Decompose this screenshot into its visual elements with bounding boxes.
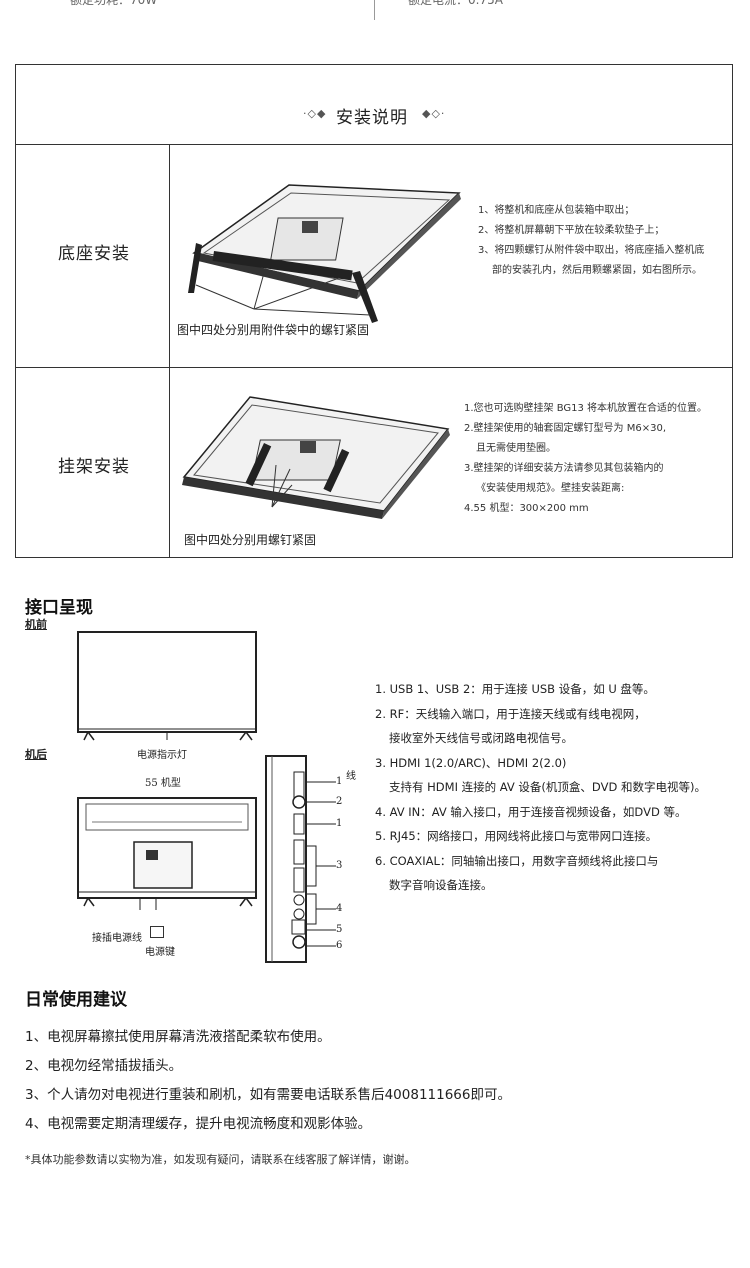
panel-number-5: 5: [336, 924, 343, 935]
panel-number-4: 4: [336, 903, 343, 914]
usage-tip-1: 1、电视屏幕擦拭使用屏幕清洗液搭配柔软布使用。: [25, 1029, 331, 1045]
usage-section-title: 日常使用建议: [25, 990, 127, 1010]
base-install-illustration: [188, 184, 461, 323]
wall-mount-label: 挂架安装: [58, 457, 130, 477]
port-item: 5. RJ45：网络接口，用网线将此接口与宽带网口连接。: [375, 829, 658, 843]
note-line: 《安装使用规范》。壁挂安装距离:: [476, 483, 625, 494]
rated-power-text: 额定功耗：70W: [70, 0, 158, 7]
panel-number-1b: 1: [336, 818, 343, 829]
port-item: 数字音响设备连接。: [389, 878, 493, 892]
ornament-right: ◆◇·: [422, 107, 446, 120]
panel-number-6: 6: [336, 940, 343, 951]
note-line: 3.壁挂架的详细安装方法请参见其包装箱内的: [464, 463, 664, 474]
usage-tip-4: 4、电视需要定期清理缓存，提升电视流畅度和观影体验。: [25, 1116, 372, 1132]
power-cable-label: 接插电源线: [92, 933, 142, 944]
port-item: 3. HDMI 1(2.0/ARC)、HDMI 2(2.0): [375, 755, 567, 770]
spec-divider: [374, 0, 375, 20]
panel-number-2: 2: [336, 796, 343, 807]
note-line: 2.壁挂架使用的轴套固定螺钉型号为 M6×30,: [464, 423, 666, 434]
base-install-label: 底座安装: [58, 244, 130, 264]
port-item: 1. USB 1、USB 2：用于连接 USB 设备，如 U 盘等。: [375, 682, 655, 696]
power-key-icon: [150, 926, 164, 938]
side-port-panel-illustration: [265, 755, 336, 963]
base-install-caption: 图中四处分别用附件袋中的螺钉紧固: [177, 323, 370, 337]
note-line: 1.您也可选购壁挂架 BG13 将本机放置在合适的位置。: [464, 403, 708, 414]
port-description-list: 1. USB 1、USB 2：用于连接 USB 设备，如 U 盘等。 2. RF…: [375, 677, 706, 898]
tv-front-illustration: [77, 631, 257, 741]
port-item: 4. AV IN：AV 输入接口，用于连接音视频设备，如DVD 等。: [375, 804, 687, 819]
install-instructions-table: ·◇◆ 安装说明 ◆◇· 底座安装 图中四处分别用附件袋中的螺钉紧固 1、将整机…: [15, 64, 733, 558]
ornament-left: ·◇◆: [303, 107, 327, 120]
ports-section-title: 接口呈现: [25, 598, 93, 618]
model-label: 55 机型: [145, 778, 181, 789]
spec-strip: 额定功耗：70W 额定电流：0.75A: [0, 0, 750, 22]
usage-tip-2: 2、电视勿经常插拔插头。: [25, 1058, 183, 1074]
port-item: 接收室外天线信号或闭路电视信号。: [389, 731, 573, 745]
power-key-label: 电源键: [145, 947, 175, 958]
panel-side-label: 线: [346, 771, 356, 782]
wall-mount-caption: 图中四处分别用螺钉紧固: [184, 533, 317, 547]
column-divider: [169, 144, 170, 557]
wall-mount-illustration: [182, 396, 450, 519]
wall-mount-notes: 1.您也可选购壁挂架 BG13 将本机放置在合适的位置。 2.壁挂架使用的轴套固…: [464, 399, 707, 519]
back-view-label: 机后: [25, 748, 47, 761]
disclaimer-footnote: *具体功能参数请以实物为准，如发现有疑问，请联系在线客服了解详情，谢谢。: [25, 1153, 416, 1166]
note-line: 2、将整机屏幕朝下平放在较柔软垫子上；: [478, 225, 665, 236]
note-line: 1、将整机和底座从包装箱中取出；: [478, 205, 635, 216]
row-divider: [16, 144, 732, 145]
usage-tip-3: 3、个人请勿对电视进行重装和刷机，如有需要电话联系售后4008111666即可。: [25, 1087, 511, 1103]
front-view-label: 机前: [25, 618, 47, 631]
note-line: 4.55 机型：300×200 mm: [464, 503, 589, 514]
panel-number-1: 1: [336, 776, 343, 787]
tv-back-illustration: [77, 797, 257, 910]
panel-number-3: 3: [336, 860, 343, 871]
note-line: 部的安装孔内，然后用颗螺紧固，如右图所示。: [492, 265, 702, 276]
base-install-notes: 1、将整机和底座从包装箱中取出； 2、将整机屏幕朝下平放在较柔软垫子上； 3、将…: [478, 201, 704, 281]
note-line: 3、将四颗螺钉从附件袋中取出，将底座插入整机底: [478, 245, 705, 256]
port-item: 2. RF：天线输入端口，用于连接天线或有线电视网，: [375, 706, 646, 721]
rated-current-text: 额定电流：0.75A: [408, 0, 503, 7]
port-item: 支持有 HDMI 连接的 AV 设备(机顶盒、DVD 和数字电视等)。: [389, 780, 706, 794]
install-title-row: ·◇◆ 安装说明 ◆◇·: [16, 65, 732, 144]
row-divider: [16, 367, 732, 368]
power-indicator-label: 电源指示灯: [137, 750, 187, 761]
note-line: 且无需使用垫圈。: [476, 443, 556, 454]
port-item: 6. COAXIAL：同轴输出接口，用数字音频线将此接口与: [375, 853, 659, 868]
install-title: 安装说明: [336, 108, 408, 128]
